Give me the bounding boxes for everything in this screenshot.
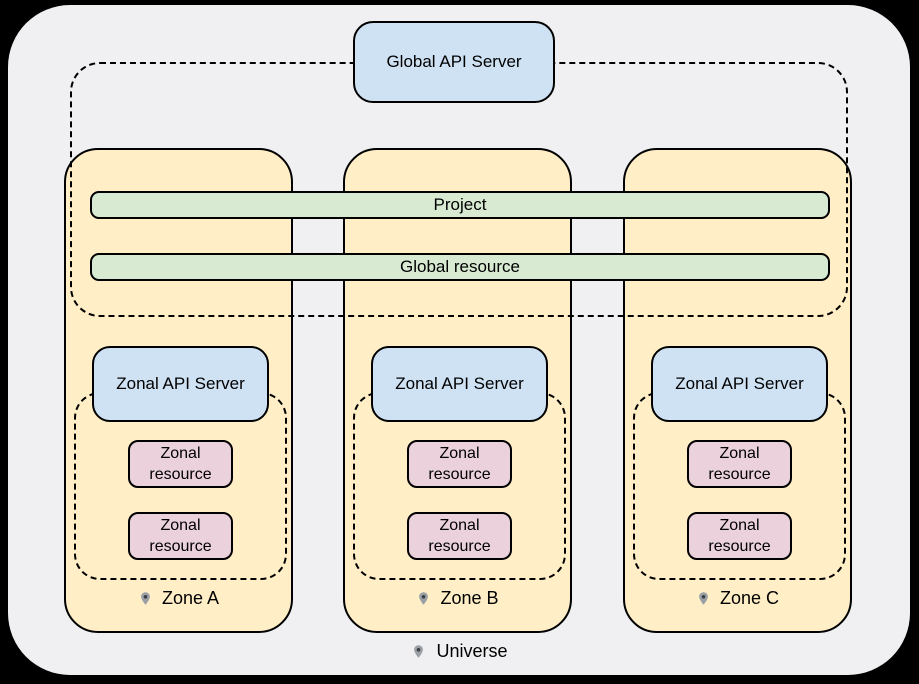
global-resource-bar: Global resource	[90, 253, 830, 281]
zonal-api-server-label: Zonal API Server	[675, 374, 804, 393]
location-pin-icon	[699, 592, 708, 605]
global-api-server-label: Global API Server	[386, 52, 522, 71]
zonal-api-server-label: Zonal API Server	[116, 374, 245, 393]
zonal-resource-label: Zonal resource	[428, 517, 491, 555]
universe-label: Universe	[0, 641, 919, 662]
zonal-resource-label: Zonal resource	[149, 517, 212, 555]
zonal-resource-label: Zonal resource	[708, 445, 771, 483]
zone-b-zonal-resource-box: Zonal resource	[407, 440, 512, 488]
zone-c-container: Zonal API Server Zonal resource Zonal re…	[623, 148, 852, 633]
zone-a-label: Zone A	[66, 588, 291, 609]
zone-c-zonal-resource-box: Zonal resource	[687, 512, 792, 560]
zone-name: Zone A	[161, 588, 220, 608]
zone-b-zonal-resource-box: Zonal resource	[407, 512, 512, 560]
zone-a-container: Zonal API Server Zonal resource Zonal re…	[64, 148, 293, 633]
global-api-server-box: Global API Server	[353, 21, 555, 103]
zone-a-zonal-api-server-box: Zonal API Server	[92, 346, 269, 422]
zone-name: Zone B	[440, 588, 499, 608]
zone-c-label: Zone C	[625, 588, 850, 609]
zone-b-container: Zonal API Server Zonal resource Zonal re…	[343, 148, 572, 633]
zone-a-zonal-resource-box: Zonal resource	[128, 512, 233, 560]
global-resource-label: Global resource	[399, 257, 520, 276]
zonal-resource-label: Zonal resource	[708, 517, 771, 555]
project-bar: Project	[90, 191, 830, 219]
project-label: Project	[433, 195, 487, 214]
location-pin-icon	[414, 645, 424, 658]
zonal-api-server-label: Zonal API Server	[395, 374, 524, 393]
zone-c-zonal-api-server-box: Zonal API Server	[651, 346, 828, 422]
location-pin-icon	[419, 592, 429, 605]
zonal-resource-label: Zonal resource	[428, 445, 491, 483]
zone-name: Zone C	[719, 588, 780, 608]
zone-b-zonal-api-server-box: Zonal API Server	[371, 346, 548, 422]
zone-a-zonal-resource-box: Zonal resource	[128, 440, 233, 488]
zone-c-zonal-resource-box: Zonal resource	[687, 440, 792, 488]
zone-b-label: Zone B	[345, 588, 570, 609]
zonal-resource-label: Zonal resource	[149, 445, 212, 483]
universe-name: Universe	[436, 641, 508, 661]
location-pin-icon	[141, 592, 150, 605]
